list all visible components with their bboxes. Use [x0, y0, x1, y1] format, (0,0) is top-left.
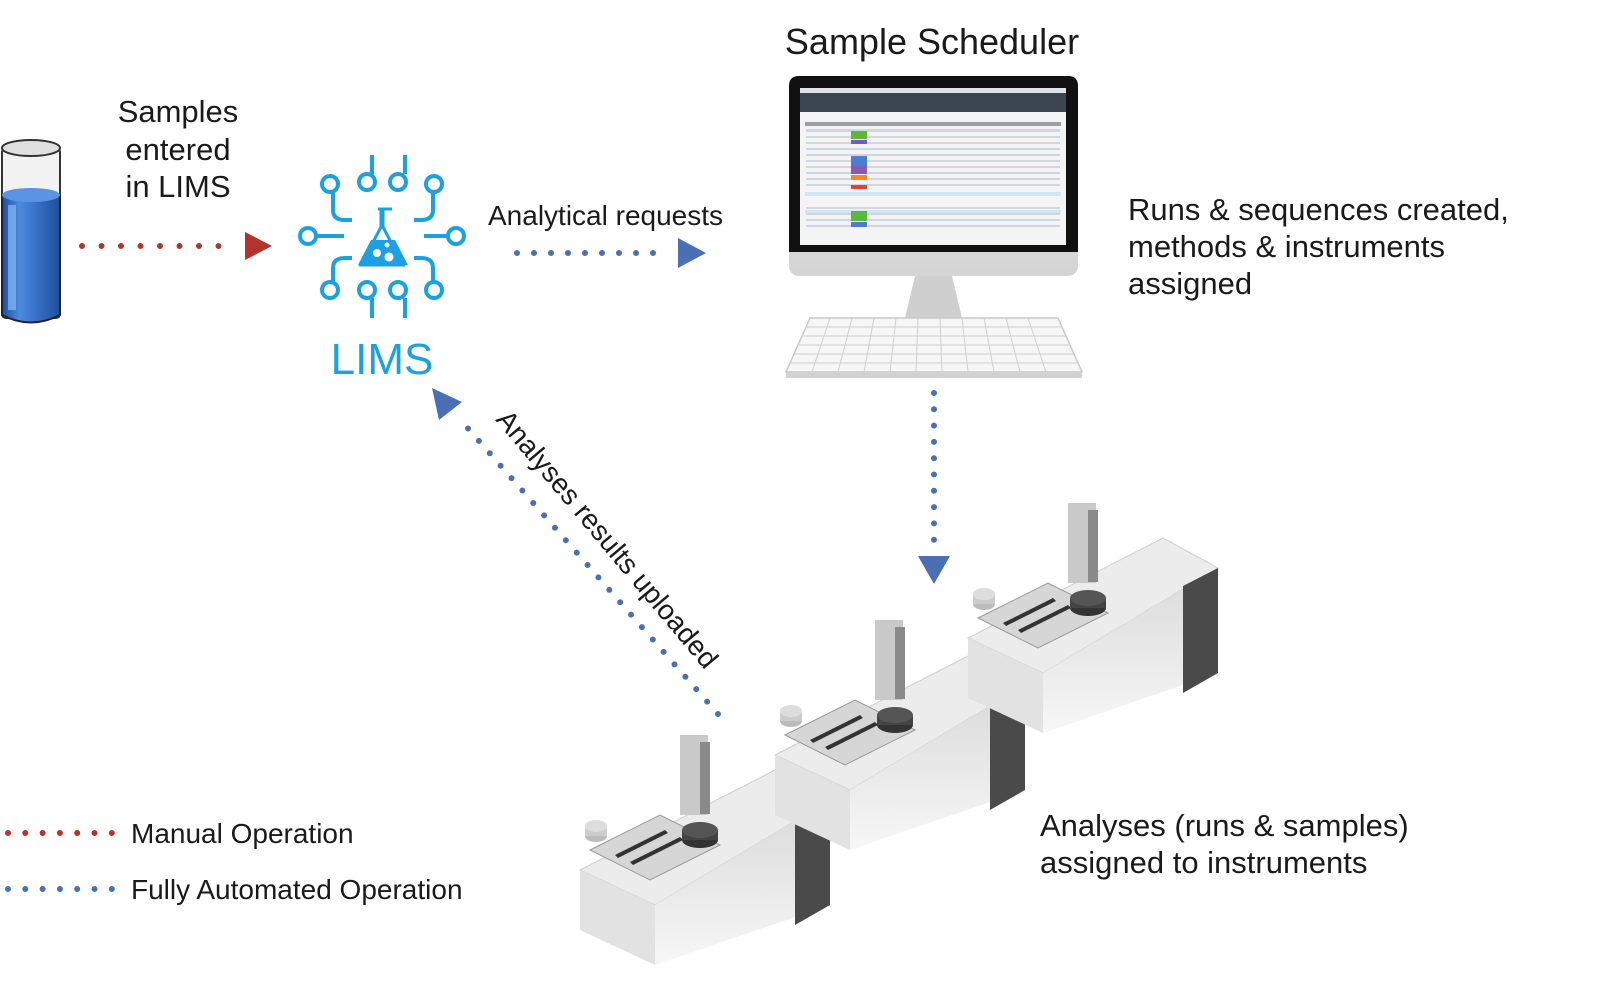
keyboard-icon: [784, 317, 1084, 378]
automated-arrow-results: [432, 388, 721, 717]
svg-text:Manual Operation: Manual Operation: [131, 818, 354, 849]
lab-instrument-icon: [578, 735, 832, 965]
sample-scheduler-title: Sample Scheduler: [785, 21, 1079, 62]
svg-text:entered: entered: [125, 132, 230, 167]
legend-item-automated: Fully Automated Operation: [5, 874, 463, 905]
analytical-requests-label: Analytical requests: [488, 200, 723, 231]
runs-sequences-label: Runs & sequences created, methods & inst…: [1128, 192, 1509, 301]
samples-entered-label: Samples entered in LIMS: [118, 94, 239, 204]
results-uploaded-label: Analyses results uploaded: [490, 404, 724, 674]
svg-text:assigned: assigned: [1128, 266, 1252, 301]
svg-text:in LIMS: in LIMS: [125, 169, 230, 204]
sample-tube-icon: [1, 139, 61, 324]
svg-text:Fully Automated Operation: Fully Automated Operation: [131, 874, 463, 905]
lims-label: LIMS: [331, 335, 434, 384]
lims-flask-circuit-icon: [298, 155, 466, 318]
svg-text:Runs & sequences created,: Runs & sequences created,: [1128, 192, 1509, 227]
svg-text:Samples: Samples: [118, 94, 239, 129]
svg-text:methods & instruments: methods & instruments: [1128, 229, 1445, 264]
automated-arrow-to-instruments: [918, 390, 950, 584]
analyses-assigned-label: Analyses (runs & samples) assigned to in…: [1040, 808, 1409, 880]
automated-arrow-requests: [514, 238, 706, 268]
legend: Manual Operation Fully Automated Operati…: [5, 818, 463, 905]
svg-text:assigned to instruments: assigned to instruments: [1040, 845, 1367, 880]
manual-arrow: [79, 232, 272, 260]
svg-text:Analyses (runs & samples): Analyses (runs & samples): [1040, 808, 1409, 843]
legend-item-manual: Manual Operation: [5, 818, 354, 849]
computer-monitor-icon: [789, 76, 1078, 318]
lab-instrument-icon: [967, 502, 1219, 734]
